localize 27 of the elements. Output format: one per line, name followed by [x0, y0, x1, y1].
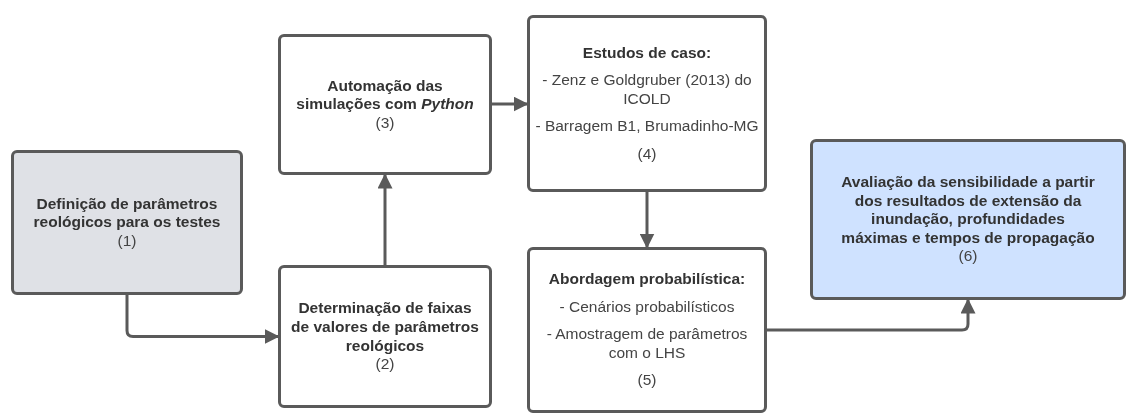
box-text: - Barragem B1, Brumadinho-MG [535, 117, 759, 136]
process-box [11, 150, 243, 295]
process-box [278, 265, 492, 408]
box-text: - Cenários probabilísticos [559, 297, 735, 317]
box-heading: Automação das simulações com Python [295, 76, 475, 114]
step-number: (4) [637, 144, 657, 164]
box-heading: Determinação de faixas de valores de parâmetros reológicos [291, 299, 479, 356]
box-heading: Estudos de caso: [582, 43, 712, 63]
arrow [639, 192, 655, 249]
box-text: - Amostragem de parâmetros com o LHS [545, 325, 749, 363]
process-box [527, 15, 767, 192]
box-heading: Abordagem probabilística: [548, 270, 746, 289]
step-number: (6) [958, 247, 978, 266]
step-number: (3) [375, 113, 395, 133]
arrow [377, 173, 393, 265]
box-heading: Definição de parâmetros reológicos para os testes [32, 194, 222, 232]
step-number: (5) [637, 371, 657, 390]
process-box [278, 34, 492, 175]
arrow [492, 96, 529, 112]
box-text: - Zenz e Goldgruber (2013) do ICOLD [541, 71, 753, 109]
step-number: (1) [117, 231, 137, 251]
arrow [767, 298, 976, 332]
step-number: (2) [375, 355, 395, 374]
process-box [527, 247, 767, 413]
box-heading: Avaliação da sensibilidade a partir dos resultados de extensão da inundação, profundidades máximas e tempos de propagação [840, 173, 1096, 248]
process-box [810, 139, 1126, 300]
arrow [125, 295, 280, 344]
